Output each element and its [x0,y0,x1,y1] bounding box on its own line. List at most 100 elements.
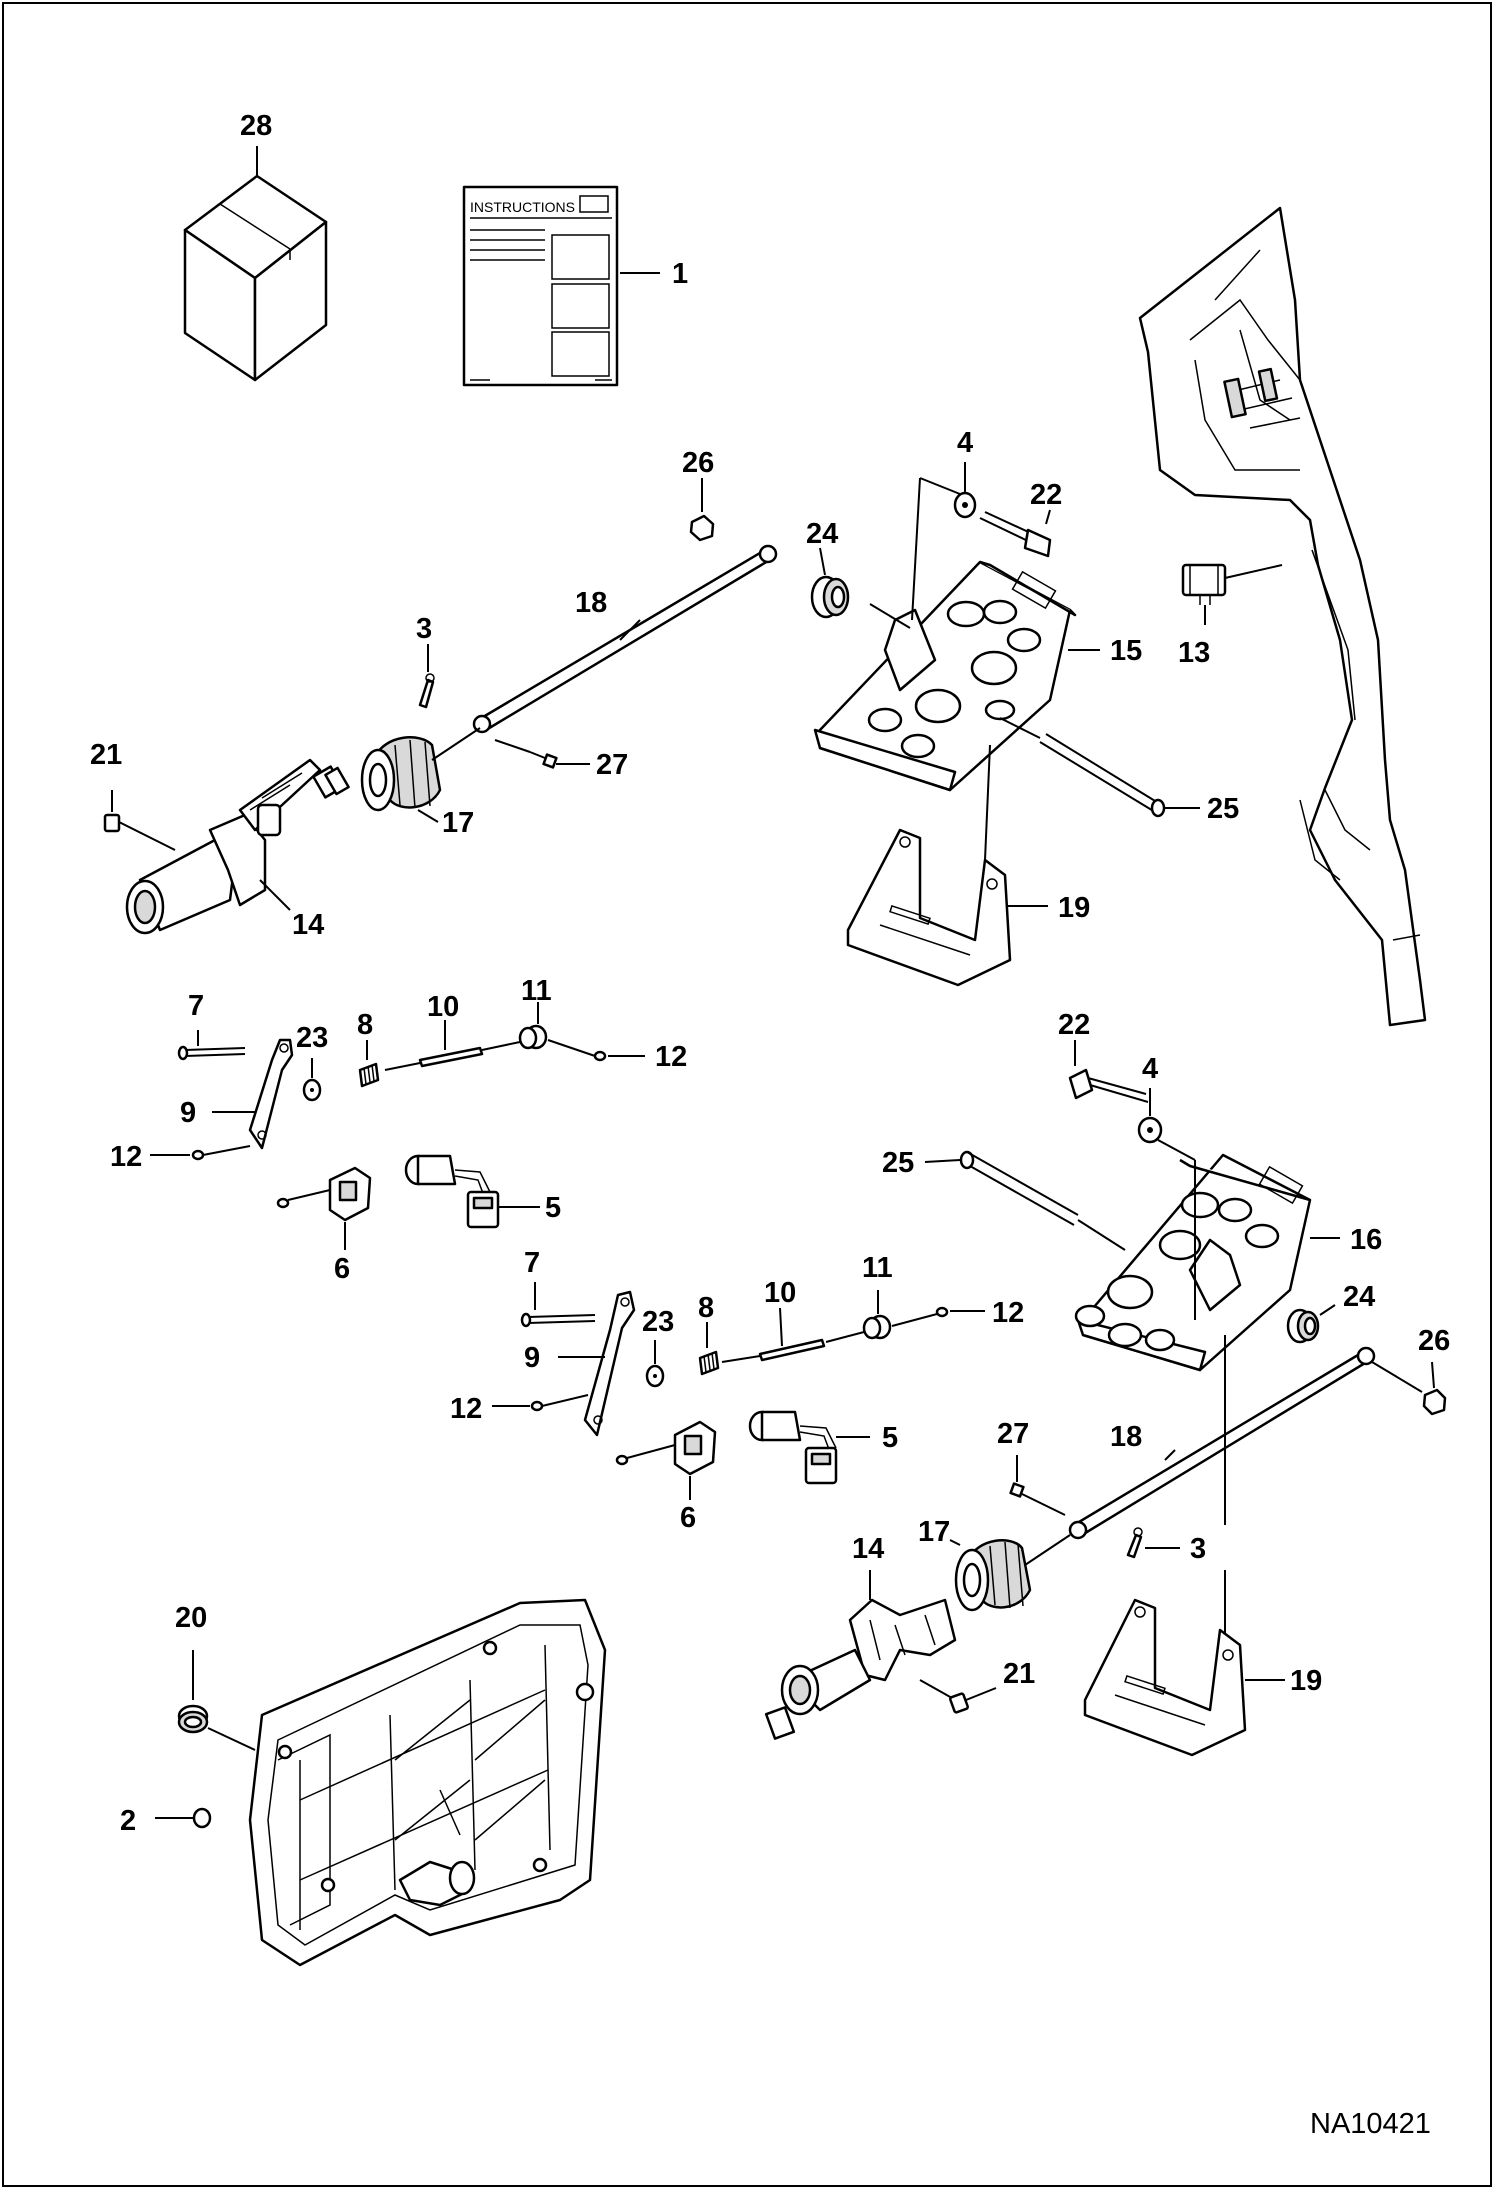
callout-18-upper: 18 [575,587,607,619]
part-15-pedal [813,560,1100,792]
callout-15: 15 [1110,635,1142,667]
callout-20: 20 [175,1602,207,1634]
part-22-bolt-upper [979,509,1052,558]
part-4-washer-lower [1137,1088,1163,1144]
part-1-instructions: INSTRUCTIONS [462,185,660,387]
part-14-valve-lower [764,1570,957,1740]
part-7-bolt-b [520,1282,596,1328]
part-17-boot-upper [360,727,481,823]
callout-22-upper: 22 [1030,479,1062,511]
callout-10-a: 10 [427,991,459,1023]
part-23-washer-a [302,1058,322,1102]
part-9-lever-a [212,1038,294,1150]
callout-19-lower: 19 [1290,1665,1322,1697]
callout-24-lower: 24 [1343,1281,1375,1313]
callout-6-b: 6 [680,1502,696,1534]
part-3-pin-upper [418,644,435,709]
callout-12-b-right: 12 [992,1297,1024,1329]
part-20-grommet [177,1650,256,1751]
part-19-bracket-lower [1083,1598,1285,1757]
callout-14-upper: 14 [292,909,324,941]
part-22-bolt-lower [1068,1040,1149,1103]
part-17-boot-lower [949,1534,1071,1612]
callout-10-b: 10 [764,1277,796,1309]
floor-plate [248,1598,607,1967]
callout-11-b: 11 [862,1252,893,1284]
callout-8-a: 8 [357,1009,373,1041]
callout-23-a: 23 [296,1022,328,1054]
callout-25-lower: 25 [882,1147,914,1179]
part-3-pin-lower [1126,1527,1180,1559]
callout-13: 13 [1178,637,1210,669]
part-13-switch [1181,563,1283,625]
part-11-spacer-b [825,1290,892,1343]
part-27-pin-lower [1009,1455,1066,1516]
callout-9-b: 9 [524,1342,540,1374]
leader-4-upper [869,477,961,629]
callout-21-lower: 21 [1003,1658,1035,1690]
part-18-rod-upper [472,544,778,734]
callout-19-upper: 19 [1058,892,1090,924]
callout-23-b: 23 [642,1306,674,1338]
callout-11-a: 11 [521,975,552,1007]
callout-27-lower: 27 [997,1418,1029,1450]
callout-26-lower: 26 [1418,1325,1450,1357]
callout-18-lower: 18 [1110,1421,1142,1453]
part-27-pin-upper [494,739,590,769]
part-21-bolt-lower [919,1679,997,1714]
part-5-sensor-b [748,1410,870,1485]
part-25-pin-upper [999,717,1200,818]
callout-26-upper: 26 [682,447,714,479]
part-26-nut-upper [689,478,715,542]
part-4-washer-upper [953,462,977,519]
part-7-bolt-a [177,1030,246,1061]
callout-3-lower: 3 [1190,1533,1206,1565]
callout-2: 2 [120,1805,136,1837]
callout-8-b: 8 [698,1292,714,1324]
part-10-pin-a [384,1020,484,1071]
callout-12-b-left: 12 [450,1393,482,1425]
callout-7-a: 7 [188,990,204,1022]
part-11-spacer-a [481,1002,548,1051]
callout-5-b: 5 [882,1422,898,1454]
instructions-heading: INSTRUCTIONS [470,199,575,215]
callout-14-lower: 14 [852,1533,884,1565]
part-12-screw-a-right [547,1039,645,1062]
callout-22-lower: 22 [1058,1009,1090,1041]
callout-16: 16 [1350,1224,1382,1256]
callout-6-a: 6 [334,1253,350,1285]
part-12-screw-b-right [891,1306,985,1327]
part-19-bracket-upper [846,744,1048,987]
callout-21-upper: 21 [90,739,122,771]
part-26-nut-lower [1422,1361,1447,1416]
pedal-tower-frame [1138,206,1427,1027]
callout-1: 1 [672,258,688,290]
part-12-screw-a-left [150,1145,251,1161]
callout-28: 28 [240,110,272,142]
callout-4-lower: 4 [1142,1053,1158,1085]
callout-12-a-left: 12 [110,1141,142,1173]
leader-4-lower [1077,1139,1196,1320]
callout-17-lower: 17 [918,1516,950,1548]
callout-5-a: 5 [545,1192,561,1224]
callout-4-upper: 4 [957,427,973,459]
part-24-bushing-upper [810,547,850,619]
callout-25-upper: 25 [1207,793,1239,825]
callout-12-a-right: 12 [655,1041,687,1073]
drawing-number: NA10421 [1310,2108,1431,2140]
part-28-box [183,146,328,382]
part-18-rod-lower [1068,1346,1423,1540]
part-24-bushing-lower [1286,1304,1336,1344]
part-9-lever-b [558,1290,636,1437]
callout-17-upper: 17 [442,807,474,839]
part-10-pin-b [721,1307,826,1363]
part-6-bracket-b [615,1420,717,1500]
part-21-bolt-upper [103,790,176,851]
callout-24-upper: 24 [806,518,838,550]
callout-7-b: 7 [524,1247,540,1279]
part-12-screw-b-left [492,1394,589,1412]
part-6-bracket-a [276,1166,372,1250]
